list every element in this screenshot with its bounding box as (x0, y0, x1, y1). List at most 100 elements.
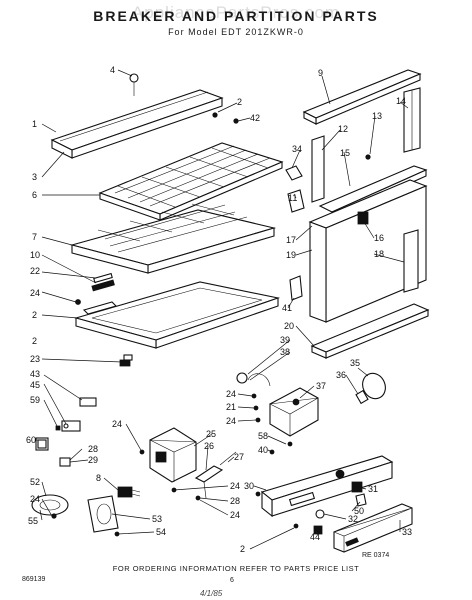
part-post-18 (403, 229, 419, 293)
callout-label: 2 (240, 544, 245, 554)
handwritten-note: 4/1/85 (200, 589, 223, 598)
watermark: AppliancePartsPros.com (131, 3, 341, 22)
callout-label: 37 (316, 381, 326, 391)
callout-label: 33 (402, 527, 412, 537)
callout-label: 43 (30, 369, 40, 379)
callout-label: 42 (250, 113, 260, 123)
part-bracket-16 (357, 211, 369, 225)
callout-label: 41 (282, 303, 292, 313)
part-screw-24a (251, 393, 257, 399)
callout-label: 60 (26, 435, 36, 445)
callout-label: 55 (28, 516, 38, 526)
part-coil-harness (31, 494, 69, 519)
part-breaker-grille (98, 142, 284, 221)
leader-lines (36, 69, 409, 550)
page-title: BREAKER AND PARTITION PARTS (93, 8, 379, 24)
part-bracket-26 (194, 465, 224, 501)
callout-label: 39 (280, 335, 290, 345)
callout-label: 2 (237, 97, 242, 107)
part-switch-31 (351, 481, 367, 507)
callout-label: 28 (230, 496, 240, 506)
part-insulation-block (75, 299, 118, 315)
ordering-note: FOR ORDERING INFORMATION REFER TO PARTS … (112, 564, 360, 573)
part-bracket-11 (287, 189, 305, 213)
part-screw-2 (212, 112, 218, 118)
callout-label: 17 (286, 235, 296, 245)
callout-label: 3 (32, 172, 37, 182)
part-block-23 (119, 354, 133, 367)
part-wire-38 (236, 372, 271, 387)
part-bottom-strip-20 (310, 303, 430, 359)
callout-label: 36 (336, 370, 346, 380)
part-light-bulb (355, 372, 386, 405)
part-knob-32 (313, 509, 325, 535)
callout-label: 25 (206, 429, 216, 439)
part-screw-58 (287, 441, 293, 447)
part-screw-4 (129, 73, 139, 96)
callout-label: 26 (204, 441, 214, 451)
model-subtitle: For Model EDT 201ZKWR-0 (168, 27, 304, 37)
callout-label: 11 (288, 193, 297, 203)
callout-label: 24 (30, 494, 40, 504)
callout-label: 38 (280, 347, 290, 357)
part-switch-cluster (35, 397, 97, 467)
callout-label: 32 (348, 514, 358, 524)
part-screw-24b (255, 417, 261, 423)
callout-label: 7 (32, 232, 37, 242)
callout-label: 58 (258, 431, 268, 441)
callout-label: 12 (338, 124, 348, 134)
part-control-housing (139, 427, 197, 483)
callout-label: 59 (30, 395, 40, 405)
callout-label: 18 (374, 249, 384, 259)
part-bracket-53 (87, 495, 119, 533)
part-channel-bar (50, 89, 224, 159)
callout-label: 6 (32, 190, 37, 200)
callout-label: 24 (226, 389, 236, 399)
callout-label: 13 (372, 111, 382, 121)
callout-label: 24 (230, 510, 240, 520)
callout-label: 19 (286, 250, 296, 260)
callout-label: 14 (396, 96, 406, 106)
part-partition-frame (69, 203, 277, 292)
callout-label: 52 (30, 477, 40, 487)
part-post-14 (403, 87, 421, 153)
callout-label: 1 (32, 119, 37, 129)
page-number: 6 (230, 577, 234, 584)
part-screw-2b (293, 523, 299, 529)
callout-label: 35 (350, 358, 360, 368)
part-partition-pan (73, 281, 281, 349)
callout-label: 4 (110, 65, 115, 75)
part-screw-42 (233, 118, 239, 124)
callout-label: 15 (340, 148, 350, 158)
callout-label: 29 (88, 455, 98, 465)
callout-label: 21 (226, 402, 236, 412)
part-rod-27 (219, 451, 237, 466)
callout-label: 30 (244, 481, 254, 491)
part-clip-41 (289, 275, 303, 301)
callout-label: 54 (156, 527, 166, 537)
part-panel-17 (308, 179, 428, 323)
part-light-housing-30 (260, 455, 394, 518)
callout-label: 24 (30, 288, 40, 298)
callout-label: 22 (30, 266, 40, 276)
callout-label: 24 (230, 481, 240, 491)
callout-label: 53 (152, 514, 162, 524)
part-clip-13 (365, 154, 371, 160)
part-light-shield-33 (333, 503, 413, 553)
callout-label: 24 (226, 416, 236, 426)
callout-label: 31 (368, 484, 378, 494)
callout-labels: 1 2 3 4 6 7 10 22 24 2 23 43 45 59 60 52… (26, 65, 412, 554)
part-clip-34 (285, 165, 303, 181)
callout-label: 44 (310, 532, 320, 542)
callout-label: 50 (354, 506, 364, 516)
callout-label: 9 (318, 68, 323, 78)
part-damper-housing-37 (268, 387, 319, 437)
callout-label: 10 (30, 250, 40, 260)
part-screw-24c (255, 491, 261, 497)
part-trim-strip-9 (302, 69, 422, 125)
callout-label: 23 (30, 354, 40, 364)
part-post-12 (311, 135, 325, 203)
callout-label: 20 (284, 321, 294, 331)
callout-label: 8 (96, 473, 101, 483)
